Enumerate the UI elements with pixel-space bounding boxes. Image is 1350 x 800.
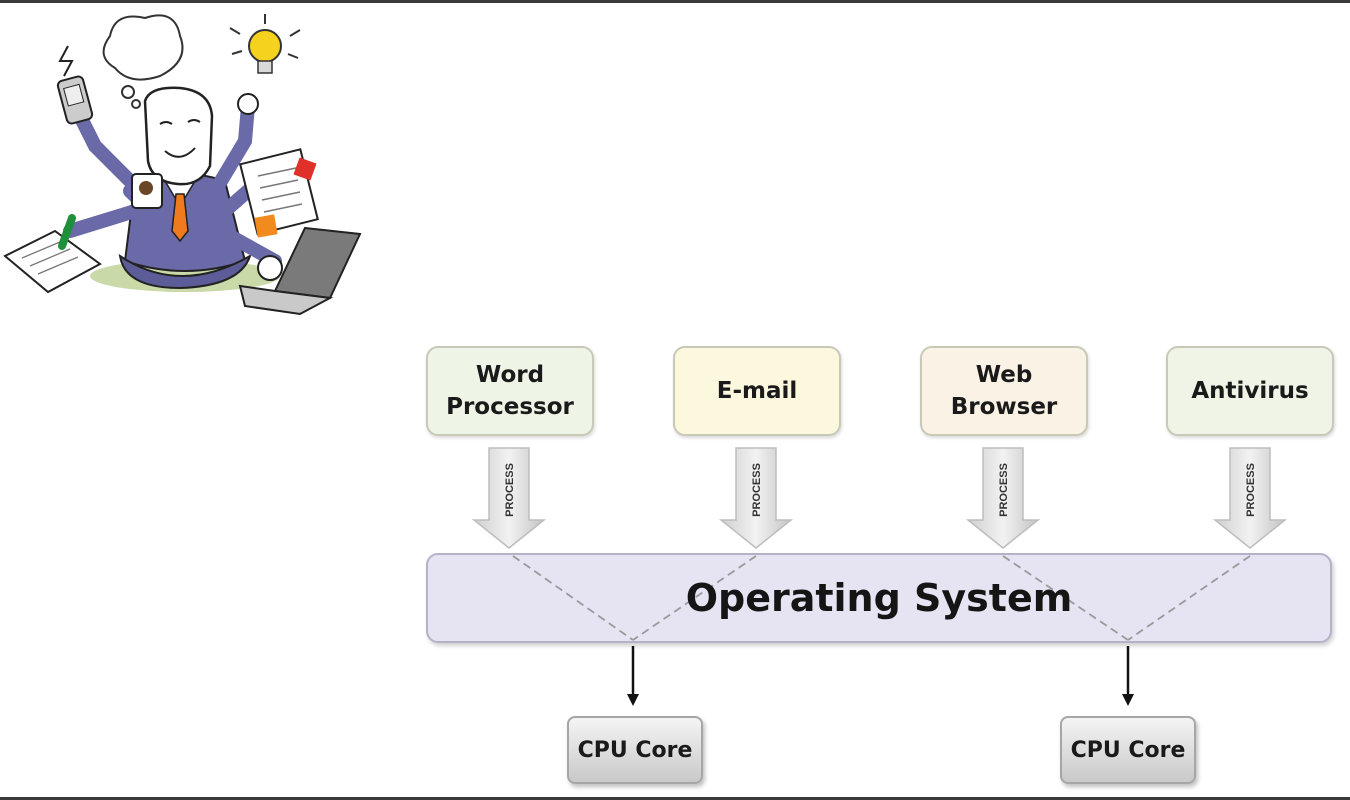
operating-system-bar: [426, 553, 1332, 643]
multitasking-businessman-illustration: [3, 14, 362, 316]
process-arrow-label: PROCESS: [504, 463, 516, 517]
bottom-border: [0, 797, 1350, 800]
app-box-word-processor: Word Processor: [426, 346, 594, 436]
app-box-antivirus: Antivirus: [1166, 346, 1334, 436]
down-arrow-to-core: [627, 646, 639, 706]
process-arrow-label: PROCESS: [1245, 463, 1257, 517]
top-border: [0, 0, 1350, 3]
cpu-core-box: CPU Core: [1060, 716, 1196, 784]
process-arrow: [471, 447, 547, 549]
process-arrow: [718, 447, 794, 549]
cpu-core-box: CPU Core: [567, 716, 703, 784]
process-arrow: [965, 447, 1041, 549]
process-arrow: [1212, 447, 1288, 549]
down-arrow-to-core: [1122, 646, 1134, 706]
process-arrow-label: PROCESS: [998, 463, 1010, 517]
process-arrow-label: PROCESS: [751, 463, 763, 517]
app-box-web-browser: Web Browser: [920, 346, 1088, 436]
operating-system-label: Operating System: [685, 576, 1073, 620]
app-box-email: E-mail: [673, 346, 841, 436]
